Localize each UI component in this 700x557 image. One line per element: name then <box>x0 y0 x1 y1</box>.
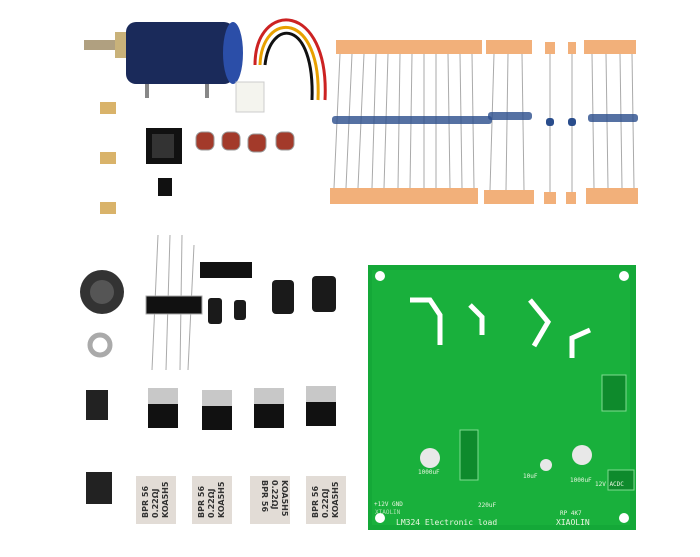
svg-text:BPR 56: BPR 56 <box>197 486 206 518</box>
voltage-regulators <box>148 386 336 430</box>
svg-text:10uF: 10uF <box>523 473 538 480</box>
svg-text:0.22ΩJ: 0.22ΩJ <box>270 480 279 510</box>
svg-text:KOA5H5: KOA5H5 <box>161 481 170 518</box>
wire-harness <box>235 18 327 113</box>
rocker-switch <box>146 128 182 164</box>
svg-text:1000uF: 1000uF <box>570 477 592 484</box>
nut <box>87 332 113 358</box>
svg-text:220uF: 220uF <box>478 502 496 509</box>
pin-headers <box>100 102 116 214</box>
multiturn-potentiometer <box>84 22 243 98</box>
pcb-board: +12V GND 12V ACDC 1000uF 1000uF 220uF 10… <box>368 265 636 530</box>
svg-text:0.22ΩJ: 0.22ΩJ <box>151 488 160 518</box>
svg-text:KOA5H5: KOA5H5 <box>217 481 226 518</box>
cement-resistor: BPR 56 0.22ΩJ KOA5H5 <box>192 476 232 524</box>
cement-resistor: BPR 56 0.22ΩJ KOA5H5 <box>250 476 290 524</box>
svg-text:LM324 Electronic load: LM324 Electronic load <box>396 518 497 527</box>
svg-text:KOA5H5: KOA5H5 <box>331 481 340 518</box>
svg-text:XIAOLIN: XIAOLIN <box>556 518 590 527</box>
cement-resistor: BPR 56 0.22ΩJ KOA5H5 <box>136 476 176 524</box>
diodes <box>145 234 203 371</box>
dc-jacks <box>86 390 112 504</box>
cement-resistor: BPR 56 0.22ΩJ KOA5H5 <box>306 476 346 524</box>
ceramic-capacitors <box>195 131 295 153</box>
svg-text:BPR 56: BPR 56 <box>141 486 150 518</box>
transistor-small <box>158 178 172 196</box>
svg-text:BPR 56: BPR 56 <box>311 486 320 518</box>
svg-text:+12V GND: +12V GND <box>374 501 403 508</box>
svg-text:12V ACDC: 12V ACDC <box>595 481 624 488</box>
svg-text:KOA5H5: KOA5H5 <box>280 480 289 517</box>
svg-text:BPR 56: BPR 56 <box>260 480 269 512</box>
svg-text:XIAOLIN: XIAOLIN <box>375 509 401 516</box>
resistor-tape-strips <box>330 40 638 204</box>
svg-text:1000uF: 1000uF <box>418 469 440 476</box>
svg-text:0.22ΩJ: 0.22ΩJ <box>207 488 216 518</box>
knob <box>80 270 124 314</box>
ic-chip <box>200 262 252 278</box>
electrolytic-capacitors <box>208 276 336 324</box>
svg-text:0.22ΩJ: 0.22ΩJ <box>321 488 330 518</box>
svg-text:RP 4K7: RP 4K7 <box>560 510 582 517</box>
cement-resistors: BPR 56 0.22ΩJ KOA5H5 BPR 56 0.22ΩJ KOA5H… <box>136 476 346 524</box>
